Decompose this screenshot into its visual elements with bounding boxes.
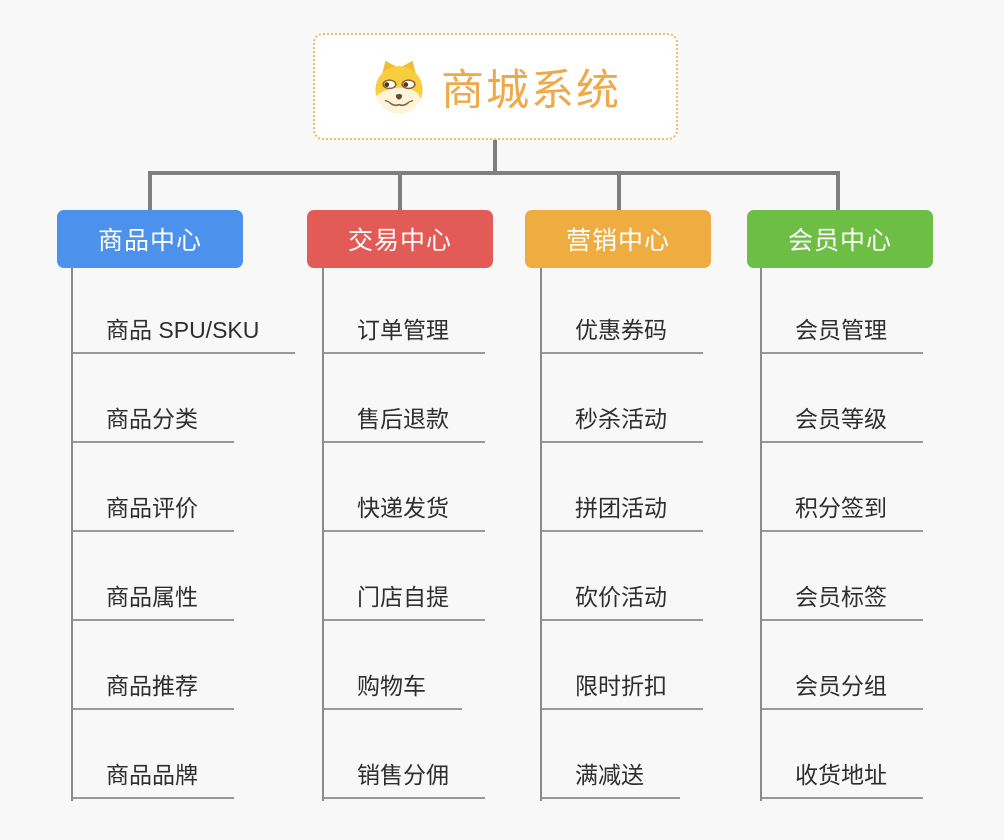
branch-children-trade: 订单管理售后退款快递发货门店自提购物车销售分佣 [322, 268, 485, 801]
connector-drop-2 [398, 171, 402, 210]
connector-root-stub [493, 140, 497, 174]
branch-children-marketing: 优惠券码秒杀活动拼团活动砍价活动限时折扣满减送 [540, 268, 703, 801]
child-node[interactable]: 快递发货 [324, 492, 485, 532]
child-node[interactable]: 收货地址 [762, 759, 923, 799]
child-node[interactable]: 积分签到 [762, 492, 923, 532]
child-node[interactable]: 会员分组 [762, 670, 923, 710]
connector-drop-4 [836, 171, 840, 210]
doge-icon [375, 60, 423, 113]
branch-children-products: 商品 SPU/SKU 商品分类商品评价商品属性商品推荐商品品牌 [71, 268, 296, 801]
child-node[interactable]: 门店自提 [324, 581, 485, 621]
branch-node-members[interactable]: 会员中心 [747, 210, 933, 268]
child-node[interactable]: 砍价活动 [542, 581, 703, 621]
child-node[interactable]: 秒杀活动 [542, 403, 703, 443]
child-node[interactable]: 商品推荐 [73, 670, 234, 710]
child-node[interactable]: 商品属性 [73, 581, 234, 621]
connector-drop-1 [148, 171, 152, 210]
child-node[interactable]: 商品评价 [73, 492, 234, 532]
child-node[interactable]: 销售分佣 [324, 759, 485, 799]
root-node[interactable]: 商城系统 [313, 33, 678, 140]
root-title: 商城系统 [441, 66, 621, 115]
branch-node-products[interactable]: 商品中心 [57, 210, 243, 268]
child-node[interactable]: 商品品牌 [73, 759, 234, 799]
child-node[interactable]: 拼团活动 [542, 492, 703, 532]
child-node[interactable]: 购物车 [324, 670, 462, 710]
connector-horizontal [148, 171, 840, 175]
branch-children-members: 会员管理会员等级积分签到会员标签会员分组收货地址 [760, 268, 923, 801]
connector-drop-3 [617, 171, 621, 210]
child-node[interactable]: 限时折扣 [542, 670, 703, 710]
child-node[interactable]: 商品 SPU/SKU [73, 314, 296, 354]
child-node[interactable]: 商品分类 [73, 403, 234, 443]
child-node[interactable]: 会员管理 [762, 314, 923, 354]
child-node[interactable]: 满减送 [542, 759, 680, 799]
branch-node-marketing[interactable]: 营销中心 [525, 210, 711, 268]
child-node[interactable]: 售后退款 [324, 403, 485, 443]
child-node[interactable]: 会员标签 [762, 581, 923, 621]
child-node[interactable]: 会员等级 [762, 403, 923, 443]
child-node[interactable]: 优惠券码 [542, 314, 703, 354]
child-node[interactable]: 订单管理 [324, 314, 485, 354]
branch-node-trade[interactable]: 交易中心 [307, 210, 493, 268]
